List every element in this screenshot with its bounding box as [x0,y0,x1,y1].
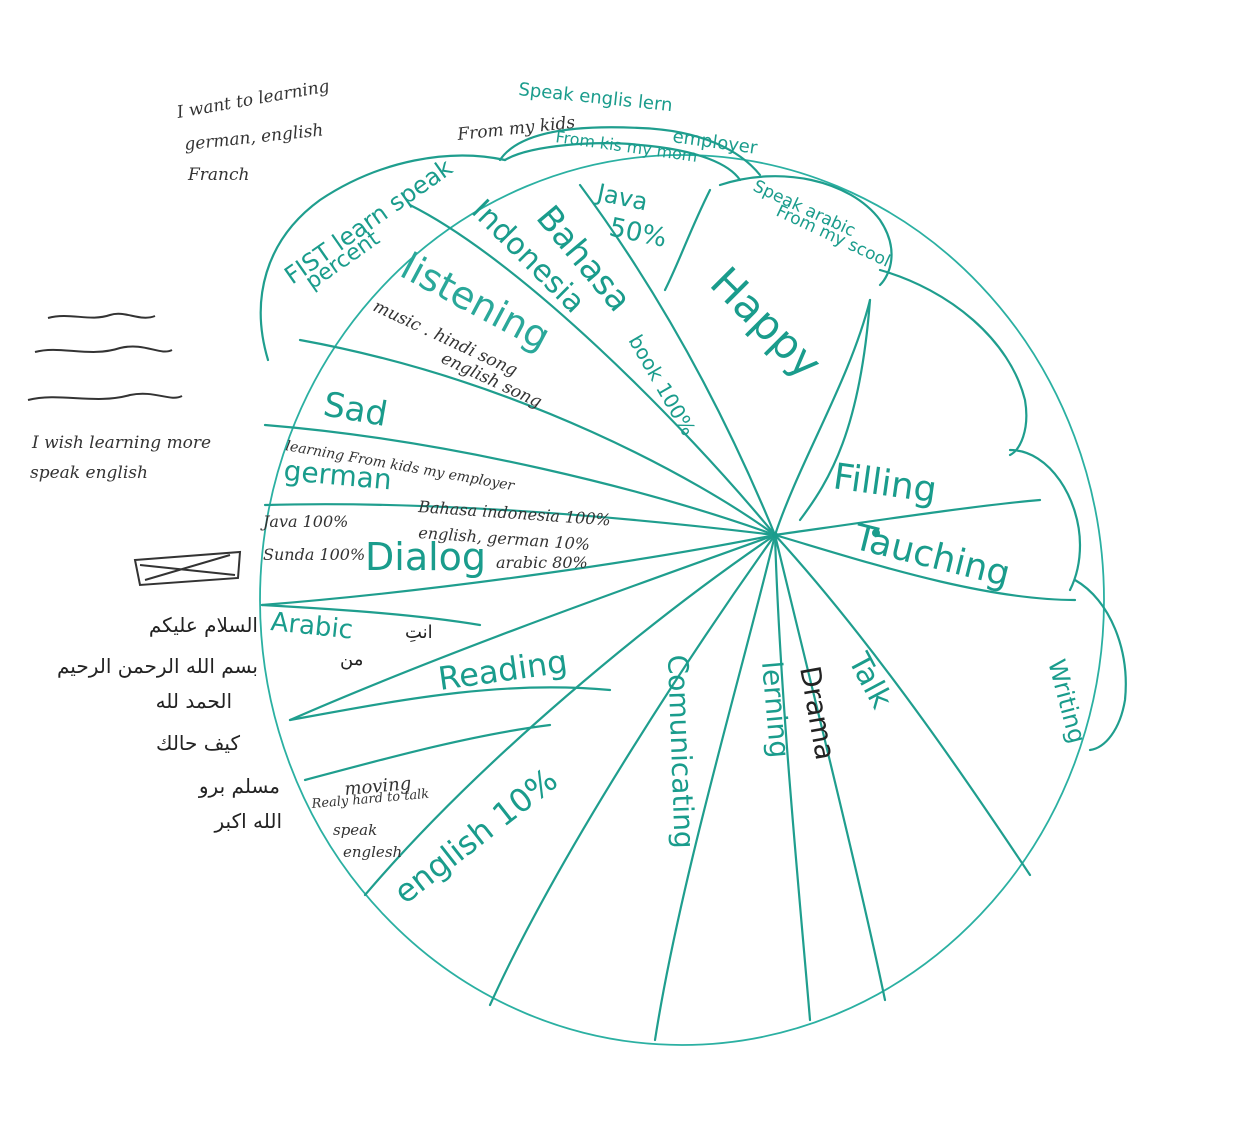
spoke-14 [773,533,1032,877]
happy-label: Happy [701,257,831,387]
writing-label: Writing [1042,656,1091,746]
arabic-6: الله اكبر [214,809,283,833]
spoke-12 [773,533,812,1022]
english-10-label: english 10% [387,760,565,911]
petals [259,126,1127,752]
arabic-word-2: من [340,649,363,670]
petal-top [498,126,762,177]
spoke-11 [653,533,777,1042]
scribble-1 [47,312,156,319]
drama-label: Drama [793,663,842,762]
lerning-label: lerning [755,660,796,760]
book-100: book 100% [624,331,701,440]
want-line-1: I want to learning [174,76,331,123]
spoke-13 [773,533,887,1002]
scribble-2 [34,345,173,353]
main-circle [259,154,1105,1046]
petal-inner-top [503,142,742,182]
petal-right-mid [1008,448,1082,592]
left-notes: I want to learning german, english Franc… [27,76,331,833]
filling-label: Filling [831,456,939,511]
wish-line-2: speak english [30,463,148,483]
center-node [772,532,778,538]
spoke-15 [773,498,1042,537]
spoke-9 [363,533,777,897]
java-label: Java [593,178,650,216]
java-100: Java 100% [260,512,348,531]
talk-label: Talk [840,646,899,715]
spoke-2 [578,183,777,537]
want-line-2: german, english [183,120,324,154]
spoke-6 [263,503,777,537]
speak-english-1: Speak englis lern [517,79,673,116]
petal-right [878,268,1028,457]
tauching-label: Tauching [849,517,1014,596]
arabic-word-1: انتِ [405,622,433,643]
sad-label: Sad [320,384,390,435]
scribble-3 [27,392,183,401]
moving-note-2: speak [333,821,377,839]
want-line-3: Franch [187,165,249,185]
spoke-10 [488,533,777,1007]
arabic-4: كيف حالك [156,731,241,755]
arabic-5: مسلم برو [198,774,280,798]
moving-note-3: englesh [343,843,402,861]
java-percent: 50% [607,213,670,254]
arabic-3: الحمد لله [156,689,232,713]
subdivide-arabic [260,603,482,627]
spoke-16 [773,533,1077,602]
subdivide-moving [303,723,552,782]
spoke-3 [773,298,872,537]
spoke-8 [288,533,777,722]
arabic-2: بسم الله الرحمن الرحيم [57,654,258,678]
dialog-label: Dialog [365,535,486,579]
wish-line-1: I wish learning more [31,433,211,453]
spoke-1 [408,203,777,537]
spoke-5 [263,423,777,537]
arabic-1: السلام عليكم [149,613,258,637]
subdivide-reading [288,686,612,722]
spoke-4 [298,338,777,537]
petal-right-top [718,175,893,287]
spoke-7 [260,533,777,607]
arabic-label: Arabic [269,607,354,645]
comunicating-label: Comunicating [661,654,701,849]
spokes [260,183,1077,1042]
scribble-block [133,550,242,587]
spoke-happy-right [798,298,872,522]
dialog-lang-3: arabic 80% [496,553,588,572]
segment-labels: Bahasa Indonesia Java 50% Happy listenin… [260,178,1091,911]
touch-dot [872,529,880,537]
petal-inner-right [663,188,712,292]
sunda-100: Sunda 100% [263,545,365,564]
petal-right-low [1073,578,1127,752]
petal-first-speak [259,154,507,362]
